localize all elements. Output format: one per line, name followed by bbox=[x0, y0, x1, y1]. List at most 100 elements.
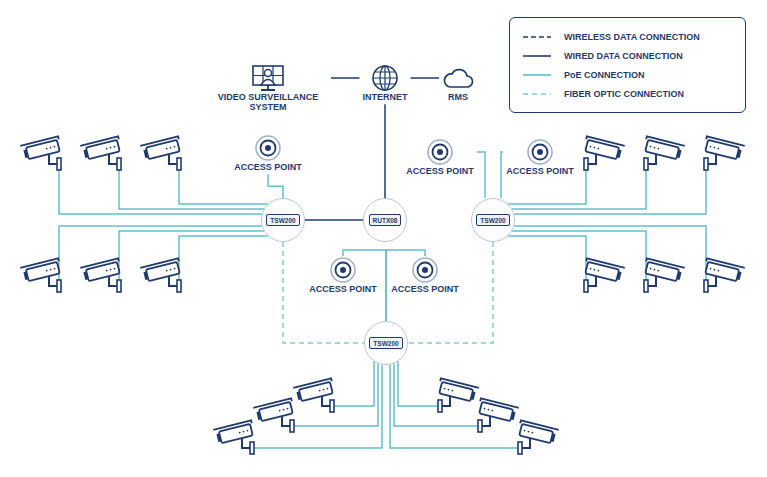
camera-dot bbox=[443, 388, 445, 390]
node-label: INTERNET bbox=[362, 92, 409, 102]
camera-icon bbox=[477, 398, 518, 432]
camera-dot bbox=[106, 269, 108, 271]
camera-dot bbox=[113, 268, 115, 270]
camera-dot bbox=[717, 269, 719, 271]
connector bbox=[477, 152, 485, 198]
legend-line bbox=[523, 36, 551, 38]
camera-dot bbox=[326, 388, 328, 390]
legend-line bbox=[523, 55, 551, 57]
camera-lens bbox=[216, 434, 221, 442]
camera-dot bbox=[527, 430, 529, 432]
poe-cable bbox=[179, 236, 268, 280]
camera-hood bbox=[706, 258, 745, 270]
operator-shoulders bbox=[261, 80, 275, 86]
ap-ring bbox=[256, 136, 280, 160]
camera-dot bbox=[166, 147, 168, 149]
camera-lens bbox=[256, 412, 261, 420]
node-label: ACCESS POINT bbox=[505, 166, 575, 176]
camera-hood bbox=[293, 378, 332, 390]
camera-dot bbox=[173, 268, 175, 270]
camera-hood bbox=[646, 136, 685, 148]
connector bbox=[268, 174, 283, 198]
legend-sample bbox=[522, 70, 552, 80]
camera-mount bbox=[584, 280, 588, 292]
monitor-stand bbox=[261, 85, 275, 90]
monitor-frame bbox=[253, 66, 283, 85]
camera-dot bbox=[169, 268, 171, 270]
node-label: ACCESS POINT bbox=[233, 162, 303, 172]
ap-dot bbox=[340, 267, 346, 273]
legend-text: WIRELESS DATA CONNECTION bbox=[564, 32, 700, 42]
camera-arm bbox=[708, 276, 716, 286]
device-box: TSW200 bbox=[369, 337, 402, 349]
camera-arm bbox=[282, 416, 290, 426]
camera-dot bbox=[286, 408, 288, 410]
access-point-node: ACCESS POINT bbox=[306, 256, 380, 296]
camera-lens bbox=[471, 392, 476, 400]
connector bbox=[384, 104, 386, 198]
camera-dot bbox=[589, 268, 591, 270]
camera-icon bbox=[293, 378, 334, 412]
ap-dot bbox=[422, 267, 428, 273]
camera-dot bbox=[713, 268, 715, 270]
ap-dot bbox=[265, 145, 271, 151]
camera-dot bbox=[113, 146, 115, 148]
camera-hood bbox=[213, 420, 252, 432]
camera-arm bbox=[322, 396, 330, 406]
camera-mount bbox=[57, 280, 61, 292]
node-label: VIDEO SURVEILLANCE SYSTEM bbox=[207, 92, 329, 113]
camera-hood bbox=[440, 378, 479, 390]
node-label: RMS bbox=[447, 92, 469, 102]
ap-ring bbox=[533, 145, 548, 160]
camera-lens bbox=[677, 272, 682, 280]
camera-dot bbox=[717, 147, 719, 149]
poe-cable bbox=[119, 231, 264, 280]
rms-cloud-node: RMS bbox=[439, 64, 477, 104]
device-label: TSW200 bbox=[480, 217, 505, 224]
camera-mount bbox=[584, 158, 588, 170]
poe-cable bbox=[390, 365, 518, 448]
camera-hood bbox=[520, 420, 559, 432]
poe-cable bbox=[119, 170, 264, 209]
switch-node: TSW200 bbox=[364, 321, 408, 365]
node-icon bbox=[409, 256, 441, 284]
camera-dot bbox=[173, 146, 175, 148]
camera-lens bbox=[551, 434, 556, 442]
camera-icon bbox=[643, 136, 684, 170]
legend-box: WIRELESS DATA CONNECTIONWIRED DATA CONNE… bbox=[509, 17, 746, 113]
camera-dot bbox=[597, 147, 599, 149]
camera-mount bbox=[117, 280, 121, 292]
legend-sample bbox=[522, 32, 552, 42]
ap-ring bbox=[413, 258, 437, 282]
camera-icon bbox=[140, 136, 181, 170]
ap-dot bbox=[537, 149, 543, 155]
camera-lens bbox=[737, 150, 742, 158]
connector bbox=[305, 219, 363, 221]
camera-mount bbox=[290, 420, 294, 432]
camera-lens bbox=[23, 150, 28, 158]
camera-mount bbox=[644, 158, 648, 170]
poe-cable bbox=[334, 361, 374, 406]
camera-dot bbox=[53, 268, 55, 270]
ap-ring bbox=[528, 140, 552, 164]
camera-icon bbox=[437, 378, 478, 412]
camera-mount bbox=[704, 158, 708, 170]
legend-row: PoE CONNECTION bbox=[522, 65, 733, 84]
poe-cable bbox=[512, 231, 646, 280]
node-icon bbox=[441, 64, 475, 92]
camera-hood bbox=[140, 258, 179, 270]
camera-arm bbox=[648, 154, 656, 164]
camera-dot bbox=[589, 146, 591, 148]
operator-head bbox=[265, 70, 272, 77]
access-point-node: ACCESS POINT bbox=[403, 138, 477, 178]
poe-cable bbox=[398, 361, 438, 406]
camera-dot bbox=[523, 430, 525, 432]
cloud-outline bbox=[444, 70, 472, 87]
device-box: TSW200 bbox=[476, 214, 509, 226]
ap-ring bbox=[336, 263, 351, 278]
camera-icon bbox=[20, 136, 61, 170]
camera-icon bbox=[20, 258, 61, 292]
camera-mount bbox=[704, 280, 708, 292]
connector bbox=[331, 77, 360, 79]
camera-dot bbox=[657, 147, 659, 149]
